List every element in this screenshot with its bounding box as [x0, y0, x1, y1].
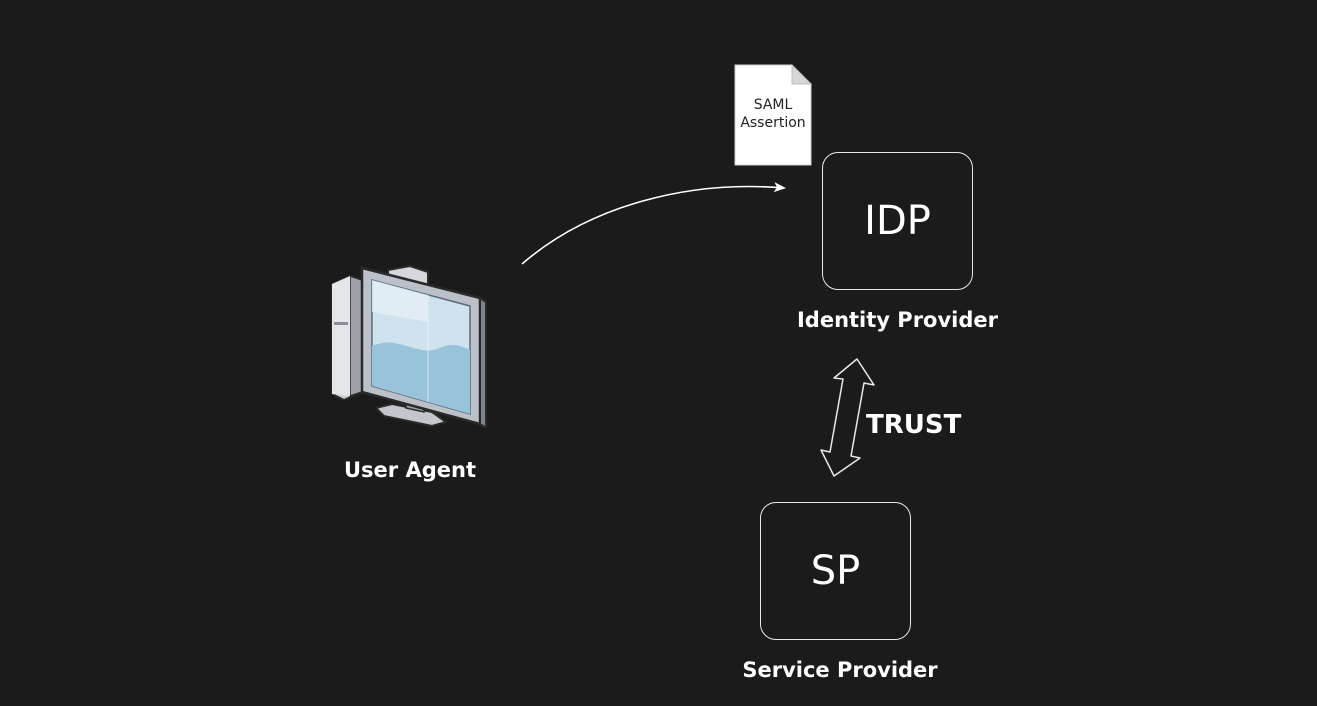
computer-icon[interactable]	[328, 262, 488, 428]
user-agent-caption: User Agent	[344, 458, 476, 482]
trust-label: TRUST	[866, 410, 962, 440]
saml-assertion-label: SAML Assertion	[734, 96, 812, 132]
sp-node-label: SP	[810, 548, 861, 594]
saml-assertion-line2: Assertion	[740, 115, 806, 131]
saml-assertion-line1: SAML	[753, 97, 793, 113]
document-icon	[734, 64, 812, 166]
trust-double-arrow	[820, 358, 875, 477]
idp-node-label: IDP	[864, 198, 931, 244]
sp-caption: Service Provider	[742, 658, 938, 682]
idp-caption: Identity Provider	[796, 308, 998, 332]
idp-node[interactable]: IDP	[822, 152, 973, 290]
assertion-flow-arrow	[521, 182, 786, 265]
sp-node[interactable]: SP	[760, 502, 911, 640]
